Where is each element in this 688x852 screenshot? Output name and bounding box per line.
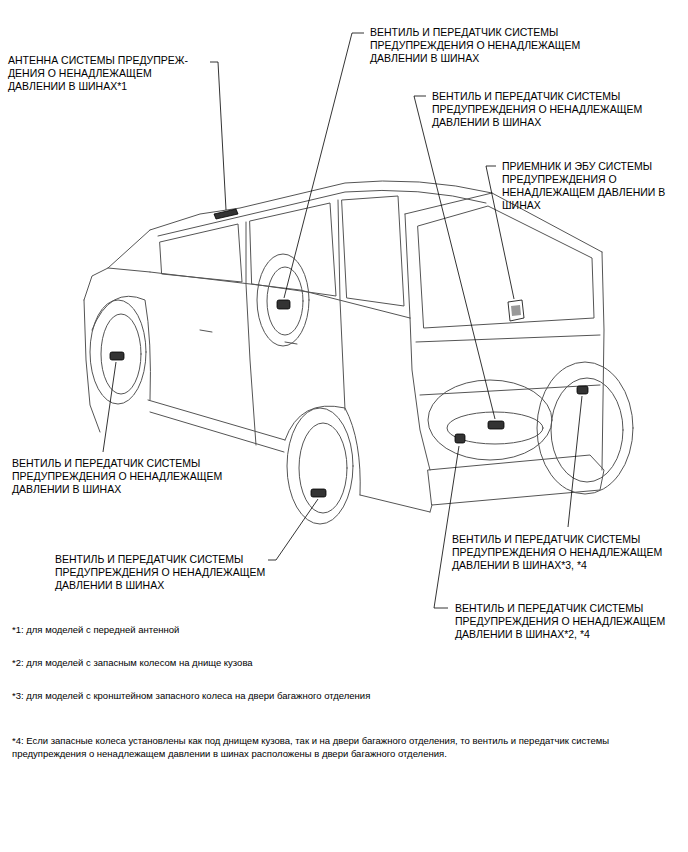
valve-symbol [277, 300, 290, 309]
valve-symbol [488, 421, 504, 429]
footnote: *3: для моделей с кронштейном запасного … [12, 689, 672, 702]
part-label: АНТЕННА СИСТЕМЫ ПРЕДУПРЕЖ- ДЕНИЯ О НЕНАД… [8, 54, 208, 93]
footnote: *1: для моделей с передней антенной [12, 623, 442, 636]
footnote: *2: для моделей с запасным колесом на дн… [12, 656, 672, 669]
part-label: ВЕНТИЛЬ И ПЕРЕДАТЧИК СИСТЕМЫ ПРЕДУПРЕЖДЕ… [12, 457, 244, 496]
part-label: ПРИЕМНИК И ЭБУ СИСТЕМЫ ПРЕДУПРЕЖДЕНИЯ О … [502, 160, 672, 212]
antenna-symbol [214, 209, 238, 219]
valve-symbol [311, 489, 326, 497]
valve-symbol [577, 386, 588, 394]
part-label: ВЕНТИЛЬ И ПЕРЕДАТЧИК СИСТЕМЫ ПРЕДУПРЕЖДЕ… [370, 26, 602, 65]
part-label: ВЕНТИЛЬ И ПЕРЕДАТЧИК СИСТЕМЫ ПРЕДУПРЕЖДЕ… [432, 90, 664, 129]
receiver-ecu-symbol [508, 300, 524, 321]
valve-symbol [110, 352, 124, 360]
part-label: ВЕНТИЛЬ И ПЕРЕДАТЧИК СИСТЕМЫ ПРЕДУПРЕЖДЕ… [55, 553, 287, 592]
part-label: ВЕНТИЛЬ И ПЕРЕДАТЧИК СИСТЕМЫ ПРЕДУПРЕЖДЕ… [452, 533, 680, 572]
valve-symbol [455, 434, 465, 443]
footnote: *4: Если запасные колеса установлены как… [12, 734, 674, 760]
part-label: ВЕНТИЛЬ И ПЕРЕДАТЧИК СИСТЕМЫ ПРЕДУПРЕЖДЕ… [455, 602, 683, 641]
sensor-parts [110, 209, 588, 497]
